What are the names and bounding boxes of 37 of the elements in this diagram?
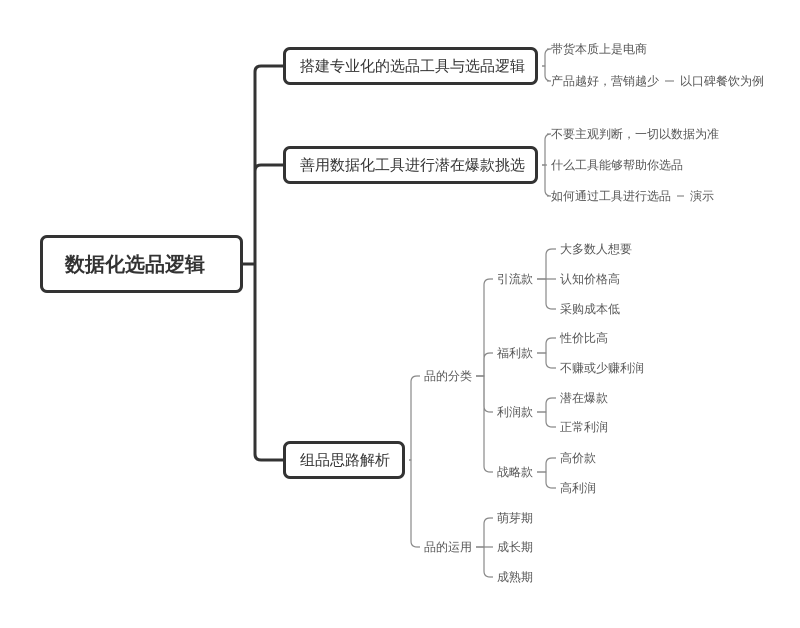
branch-text: 认知价格高 — [560, 271, 620, 287]
branch-text: 性价比高 — [560, 330, 608, 346]
branch-text: 以口碑餐饮为例 — [680, 73, 764, 89]
connector-line — [537, 411, 556, 428]
topic-box: 搭建专业化的选品工具与选品逻辑 — [283, 47, 538, 85]
branch-text: 福利款 — [497, 345, 533, 361]
branch-text: 萌芽期 — [497, 510, 533, 526]
branch-text: 正常利润 — [560, 419, 608, 435]
branch-text: 战略款 — [497, 464, 533, 480]
connector-line — [677, 195, 684, 197]
branch-text: 演示 — [690, 188, 714, 204]
connector-line — [243, 262, 283, 462]
branch-text: 品的分类 — [424, 368, 472, 384]
branch-text: 高利润 — [560, 480, 596, 496]
branch-text: 带货本质上是电商 — [551, 41, 647, 57]
branch-text: 成熟期 — [497, 569, 533, 585]
branch-text: 什么工具能够帮助你选品 — [551, 157, 683, 173]
branch-text: 利润款 — [497, 404, 533, 420]
branch-text: 大多数人想要 — [560, 241, 632, 257]
branch-text: 采购成本低 — [560, 301, 620, 317]
connector-line — [537, 352, 556, 369]
branch-text: 不赚或少赚利润 — [560, 360, 644, 376]
branch-text: 成长期 — [497, 539, 533, 555]
branch-text: 引流款 — [497, 271, 533, 287]
central-topic-box: 数据化选品逻辑 — [40, 235, 243, 293]
branch-text: 不要主观判断，一切以数据为准 — [551, 126, 719, 142]
connector-line — [542, 48, 552, 67]
branch-text: 产品越好，营销越少 — [551, 73, 659, 89]
connector-line — [537, 471, 556, 489]
connector-line — [665, 80, 674, 82]
connector-line — [542, 65, 552, 82]
branch-text: 潜在爆款 — [560, 390, 608, 406]
branch-text: 如何通过工具进行选品 — [551, 188, 671, 204]
topic-box: 善用数据化工具进行潜在爆款挑选 — [283, 146, 538, 184]
topic-box: 组品思路解析 — [283, 441, 405, 479]
branch-text: 品的运用 — [424, 539, 472, 555]
branch-text: 高价款 — [560, 450, 596, 466]
